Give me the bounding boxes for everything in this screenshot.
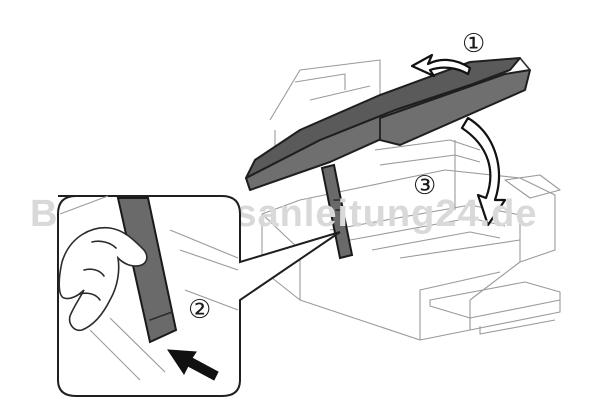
step3-arrow bbox=[460, 116, 507, 227]
detail-inset bbox=[57, 195, 341, 397]
step1-label: ① bbox=[462, 29, 485, 59]
step1-arrow bbox=[410, 53, 472, 78]
hand bbox=[58, 226, 148, 332]
step2-label: ② bbox=[188, 295, 211, 325]
step3-label: ③ bbox=[413, 171, 436, 201]
step2-arrow bbox=[167, 349, 219, 381]
scanner-unit bbox=[245, 57, 531, 191]
scanner-support bbox=[320, 163, 354, 260]
